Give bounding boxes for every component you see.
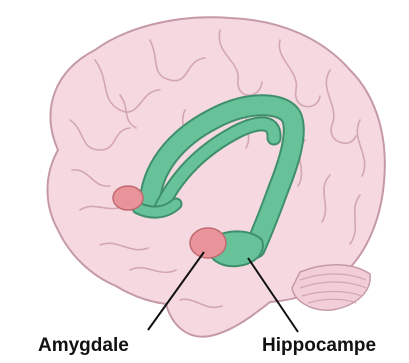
amygdala-right [190, 228, 226, 258]
cerebellum [292, 265, 370, 310]
amygdala-left [113, 186, 143, 210]
amygdale-label: Amygdale [38, 336, 129, 355]
hippocampe-label: Hippocampe [262, 336, 376, 355]
